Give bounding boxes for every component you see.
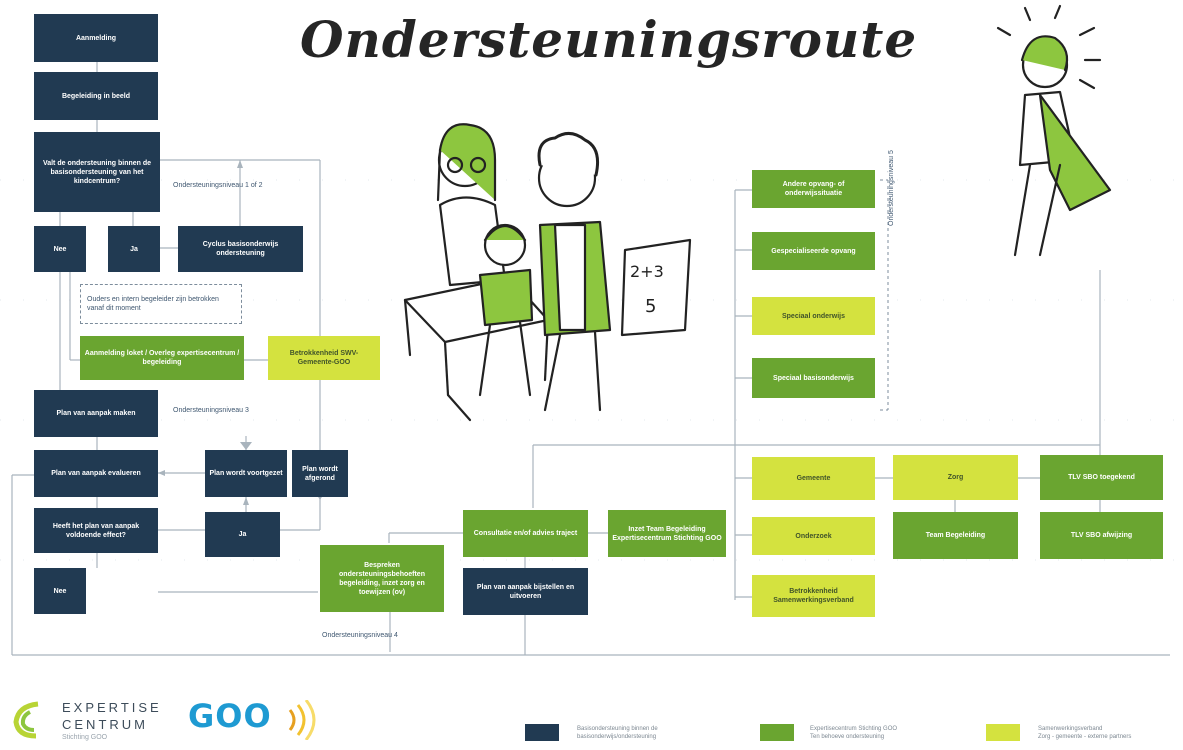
legend-green-line2: Ten behoeve ondersteuning (810, 734, 885, 740)
box-onderzoek[interactable]: Onderzoek (752, 517, 875, 555)
box-bespreken-ondersteuning[interactable]: Bespreken ondersteuningsbehoeften begele… (320, 545, 444, 612)
box-speciaal-basisonderwijs[interactable]: Speciaal basisonderwijs (752, 358, 875, 398)
box-vraag-basisondersteuning[interactable]: Valt de ondersteuning binnen de basisond… (34, 132, 160, 212)
box-cyclus[interactable]: Cyclus basisonderwijs ondersteuning (178, 226, 303, 272)
label-niveau-1-2: Ondersteuningsniveau 1 of 2 (173, 182, 263, 189)
box-plan-evalueren[interactable]: Plan van aanpak evalueren (34, 450, 158, 497)
box-tlv-afwijzing[interactable]: TLV SBO afwijzing (1040, 512, 1163, 559)
family-illustration-icon (403, 4, 1112, 422)
expertise-centrum-logo-icon (13, 701, 39, 739)
box-zorg[interactable]: Zorg (893, 455, 1018, 500)
logo-centrum: CENTRUM (62, 717, 148, 732)
box-gemeente[interactable]: Gemeente (752, 457, 875, 500)
page-title: Ondersteuningsroute (300, 10, 918, 69)
legend-swatch-green (760, 724, 794, 741)
box-nee-2[interactable]: Nee (34, 568, 86, 614)
legend-swatch-navy (525, 724, 559, 741)
goo-logo: GOO (188, 697, 272, 735)
box-inzet-team[interactable]: Inzet Team Begeleiding Expertisecentrum … (608, 510, 726, 557)
box-team-begeleiding[interactable]: Team Begeleiding (893, 512, 1018, 559)
box-aanmelding[interactable]: Aanmelding (34, 14, 158, 62)
box-speciaal-onderwijs[interactable]: Speciaal onderwijs (752, 297, 875, 335)
legend-green-text: Expertisecentrum Stichting GOO Ten behoe… (810, 725, 897, 741)
note-ouders-betrokken: Ouders en intern begeleider zijn betrokk… (80, 284, 242, 324)
label-niveau-3: Ondersteuningsniveau 3 (173, 407, 249, 414)
box-begeleiding[interactable]: Begeleiding in beeld (34, 72, 158, 120)
expertise-centrum-logo-text: EXPERTISE CENTRUM (62, 699, 162, 733)
box-consultatie[interactable]: Consultatie en/of advies traject (463, 510, 588, 557)
label-niveau-5: Ondersteuningsniveau 5 (888, 150, 895, 226)
box-plan-maken[interactable]: Plan van aanpak maken (34, 390, 158, 437)
goo-signal-icon (288, 700, 316, 740)
box-andere-opvang[interactable]: Andere opvang- of onderwijssituatie (752, 170, 875, 208)
box-betrokkenheid-samenwerkingsverband[interactable]: Betrokkenheid Samenwerkingsverband (752, 575, 875, 617)
legend-navy-line2: basisonderwijs/ondersteuning (577, 734, 657, 740)
box-plan-bijstellen[interactable]: Plan van aanpak bijstellen en uitvoeren (463, 568, 588, 615)
legend-lime-line1: Samenwerkingsverband (1038, 726, 1103, 732)
box-plan-afgerond[interactable]: Plan wordt afgerond (292, 450, 348, 497)
logo-expertise: EXPERTISE (62, 700, 162, 715)
legend-swatch-lime (986, 724, 1020, 741)
legend-lime-line2: Zorg - gemeente - externe partners (1038, 734, 1132, 740)
legend-navy-line1: Basisondersteuning binnen de (577, 726, 658, 732)
box-gespecialiseerde-opvang[interactable]: Gespecialiseerde opvang (752, 232, 875, 270)
box-ja-1[interactable]: Ja (108, 226, 160, 272)
box-tlv-toegekend[interactable]: TLV SBO toegekend (1040, 455, 1163, 500)
legend-lime-text: Samenwerkingsverband Zorg - gemeente - e… (1038, 725, 1131, 741)
sign-sum: 2+3 (630, 262, 664, 281)
label-niveau-4: Ondersteuningsniveau 4 (322, 632, 398, 639)
box-plan-voortgezet[interactable]: Plan wordt voortgezet (205, 450, 287, 497)
sign-answer: 5 (645, 296, 657, 317)
box-betrokkenheid-swv[interactable]: Betrokkenheid SWV-Gemeente-GOO (268, 336, 380, 380)
logo-stichting: Stichting GOO (62, 734, 108, 741)
box-heeft-plan-effect[interactable]: Heeft het plan van aanpak voldoende effe… (34, 508, 158, 553)
box-ja-2[interactable]: Ja (205, 512, 280, 557)
box-aanmelding-loket[interactable]: Aanmelding loket / Overleg expertisecent… (80, 336, 244, 380)
legend-green-line1: Expertisecentrum Stichting GOO (810, 726, 898, 732)
box-nee-1[interactable]: Nee (34, 226, 86, 272)
legend-navy-text: Basisondersteuning binnen de basisonderw… (577, 725, 658, 741)
